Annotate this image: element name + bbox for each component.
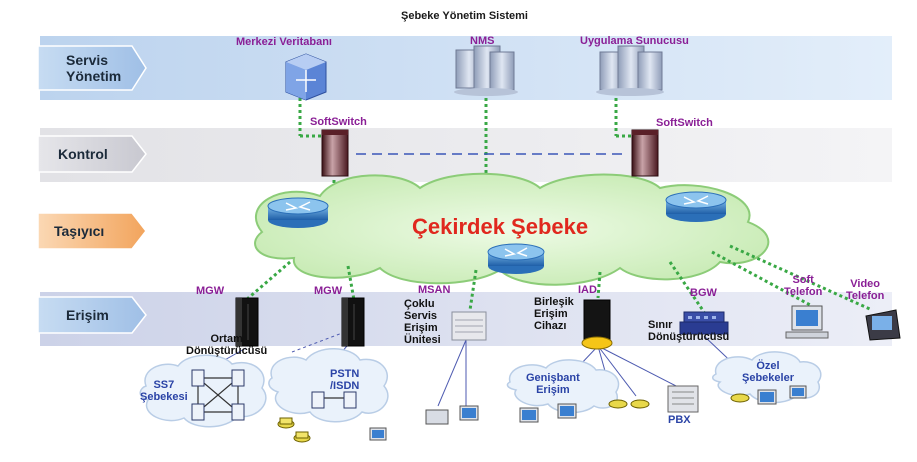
ss7-network-cloud	[139, 354, 267, 428]
tasiyici-layer-arrow	[37, 212, 147, 250]
tasiyici-label: Taşıyıcı	[54, 223, 105, 239]
router-left-icon	[267, 197, 329, 228]
diagram-title: Şebeke Yönetim Sistemi	[401, 10, 528, 22]
msan-label: MSAN	[418, 284, 451, 296]
servis-layer-arrow	[37, 45, 147, 91]
msan-phone-icon	[425, 409, 449, 425]
ozel-phone-icon	[730, 393, 750, 403]
uygulama-sunucusu-label: Uygulama Sunucusu	[580, 35, 689, 47]
video-telefon-label: Video Telefon	[846, 278, 885, 302]
iad-phone-icon-1	[608, 399, 628, 409]
core-network-label: Çekirdek Şebeke	[412, 214, 589, 239]
pstn-pc-icon	[369, 427, 387, 441]
application-server-icon	[596, 45, 664, 96]
iad-label: IAD	[578, 284, 597, 296]
router-center-icon	[487, 243, 545, 274]
ss7-label: SS7 Şebekesi	[140, 379, 188, 403]
soft-telefon-label: Soft Telefon	[784, 274, 823, 298]
video-telefon-icon	[865, 309, 901, 341]
birlesik-erisim-label: Birleşik Erişim Cihazı	[534, 296, 574, 332]
kontrol-band	[40, 128, 892, 182]
pbx-label: PBX	[668, 414, 691, 426]
genisbant-label: Genişbant Erişim	[526, 372, 580, 396]
mgw-rack-icon-1	[235, 297, 259, 347]
router-right-icon	[665, 191, 727, 222]
mgw2-label: MGW	[314, 285, 343, 297]
pstn-phone-icon	[293, 431, 311, 443]
msan-unit-icon	[451, 311, 487, 341]
msan-pc-icon	[459, 405, 479, 421]
erisim-label: Erişim	[66, 307, 109, 323]
softswitch-left-label: SoftSwitch	[310, 116, 367, 128]
kontrol-label: Kontrol	[58, 146, 108, 162]
genisbant-pc-icon-2	[557, 403, 577, 419]
iad-phone-icon-2	[630, 399, 650, 409]
softswitch-right-label: SoftSwitch	[656, 117, 713, 129]
ss7-phone-icon	[277, 417, 295, 429]
bgw-label: BGW	[690, 287, 717, 299]
kontrol-layer-arrow	[37, 135, 147, 173]
pstn-label: PSTN /ISDN	[330, 368, 360, 392]
erisim-layer-arrow	[37, 296, 147, 334]
ozel-sebekeler-label: Özel Şebekeler	[742, 360, 794, 384]
mgw1-label: MGW	[196, 285, 225, 297]
ortam-donusturucusu-label: Ortam Dönüştürücüsü	[186, 333, 268, 357]
soft-telefon-pc-icon	[785, 305, 829, 339]
pstn-isdn-cloud	[268, 348, 389, 423]
ozel-pc-icon-1	[757, 389, 777, 405]
servis-yonetim-label: Servis Yönetim	[66, 52, 122, 84]
softswitch-right-icon	[631, 129, 659, 177]
softswitch-left-icon	[321, 129, 349, 177]
nms-label: NMS	[470, 35, 495, 47]
pbx-icon	[667, 385, 699, 413]
nms-server-icon	[454, 45, 518, 96]
genisbant-pc-icon-1	[519, 407, 539, 423]
merkezi-veritabani-label: Merkezi Veritabanı	[236, 36, 332, 48]
database-server-icon	[285, 53, 327, 101]
mgw-rack-icon-2	[341, 297, 365, 347]
iad-device-icon	[581, 299, 613, 350]
bgw-device-icon	[679, 311, 729, 335]
coklu-servis-label: Çoklu Servis Erişim Ünitesi	[404, 298, 441, 346]
ozel-pc-icon-2	[789, 385, 807, 399]
sinir-donusturucusu-label: Sınır Dönüştürücüsü	[648, 319, 730, 343]
core-network-cloud	[254, 172, 770, 286]
access-links	[245, 244, 873, 313]
